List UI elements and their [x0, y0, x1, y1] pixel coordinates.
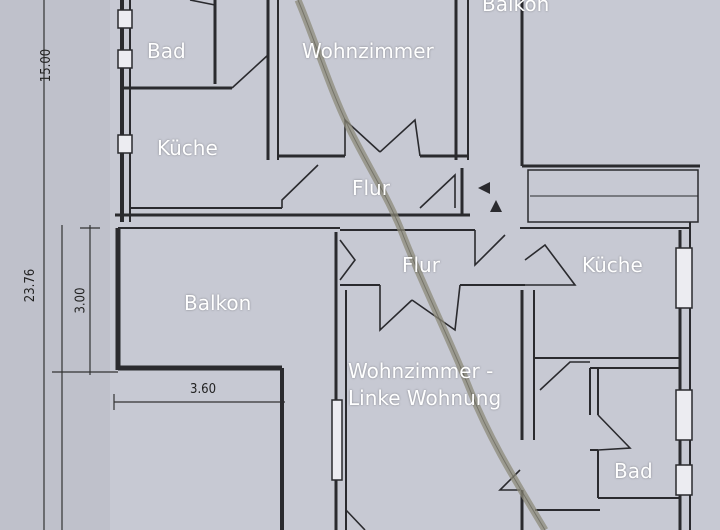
- room-label-bad-bottom: Bad: [614, 459, 653, 483]
- dimension-23-76: 23.76: [23, 268, 39, 303]
- dimension-15-00: 15.00: [39, 48, 55, 83]
- room-label-wohnzimmer-linke-line1: Wohnzimmer -: [348, 359, 494, 383]
- room-label-balkon-left: Balkon: [184, 291, 252, 315]
- room-label-flur-mid: Flur: [402, 253, 440, 277]
- room-label-flur-top: Flur: [352, 176, 390, 200]
- room-label-bad-top: Bad: [147, 39, 186, 63]
- door-swings: [189, 0, 632, 530]
- walls: [115, 0, 700, 530]
- room-label-balkon-top: Balkon: [482, 0, 550, 16]
- room-label-wohnzimmer-top: Wohnzimmer: [302, 39, 434, 63]
- dimension-3-00: 3.00: [73, 287, 89, 314]
- room-label-wohnzimmer-linke-line2: Linke Wohnung: [348, 386, 502, 410]
- paper-shade-left: [0, 0, 110, 530]
- room-label-kueche-right: Küche: [582, 253, 643, 277]
- windows: [117, 9, 693, 496]
- room-label-kueche-left: Küche: [157, 136, 218, 160]
- dimension-3-60: 3.60: [190, 382, 217, 397]
- entrance-arrows: [478, 182, 502, 212]
